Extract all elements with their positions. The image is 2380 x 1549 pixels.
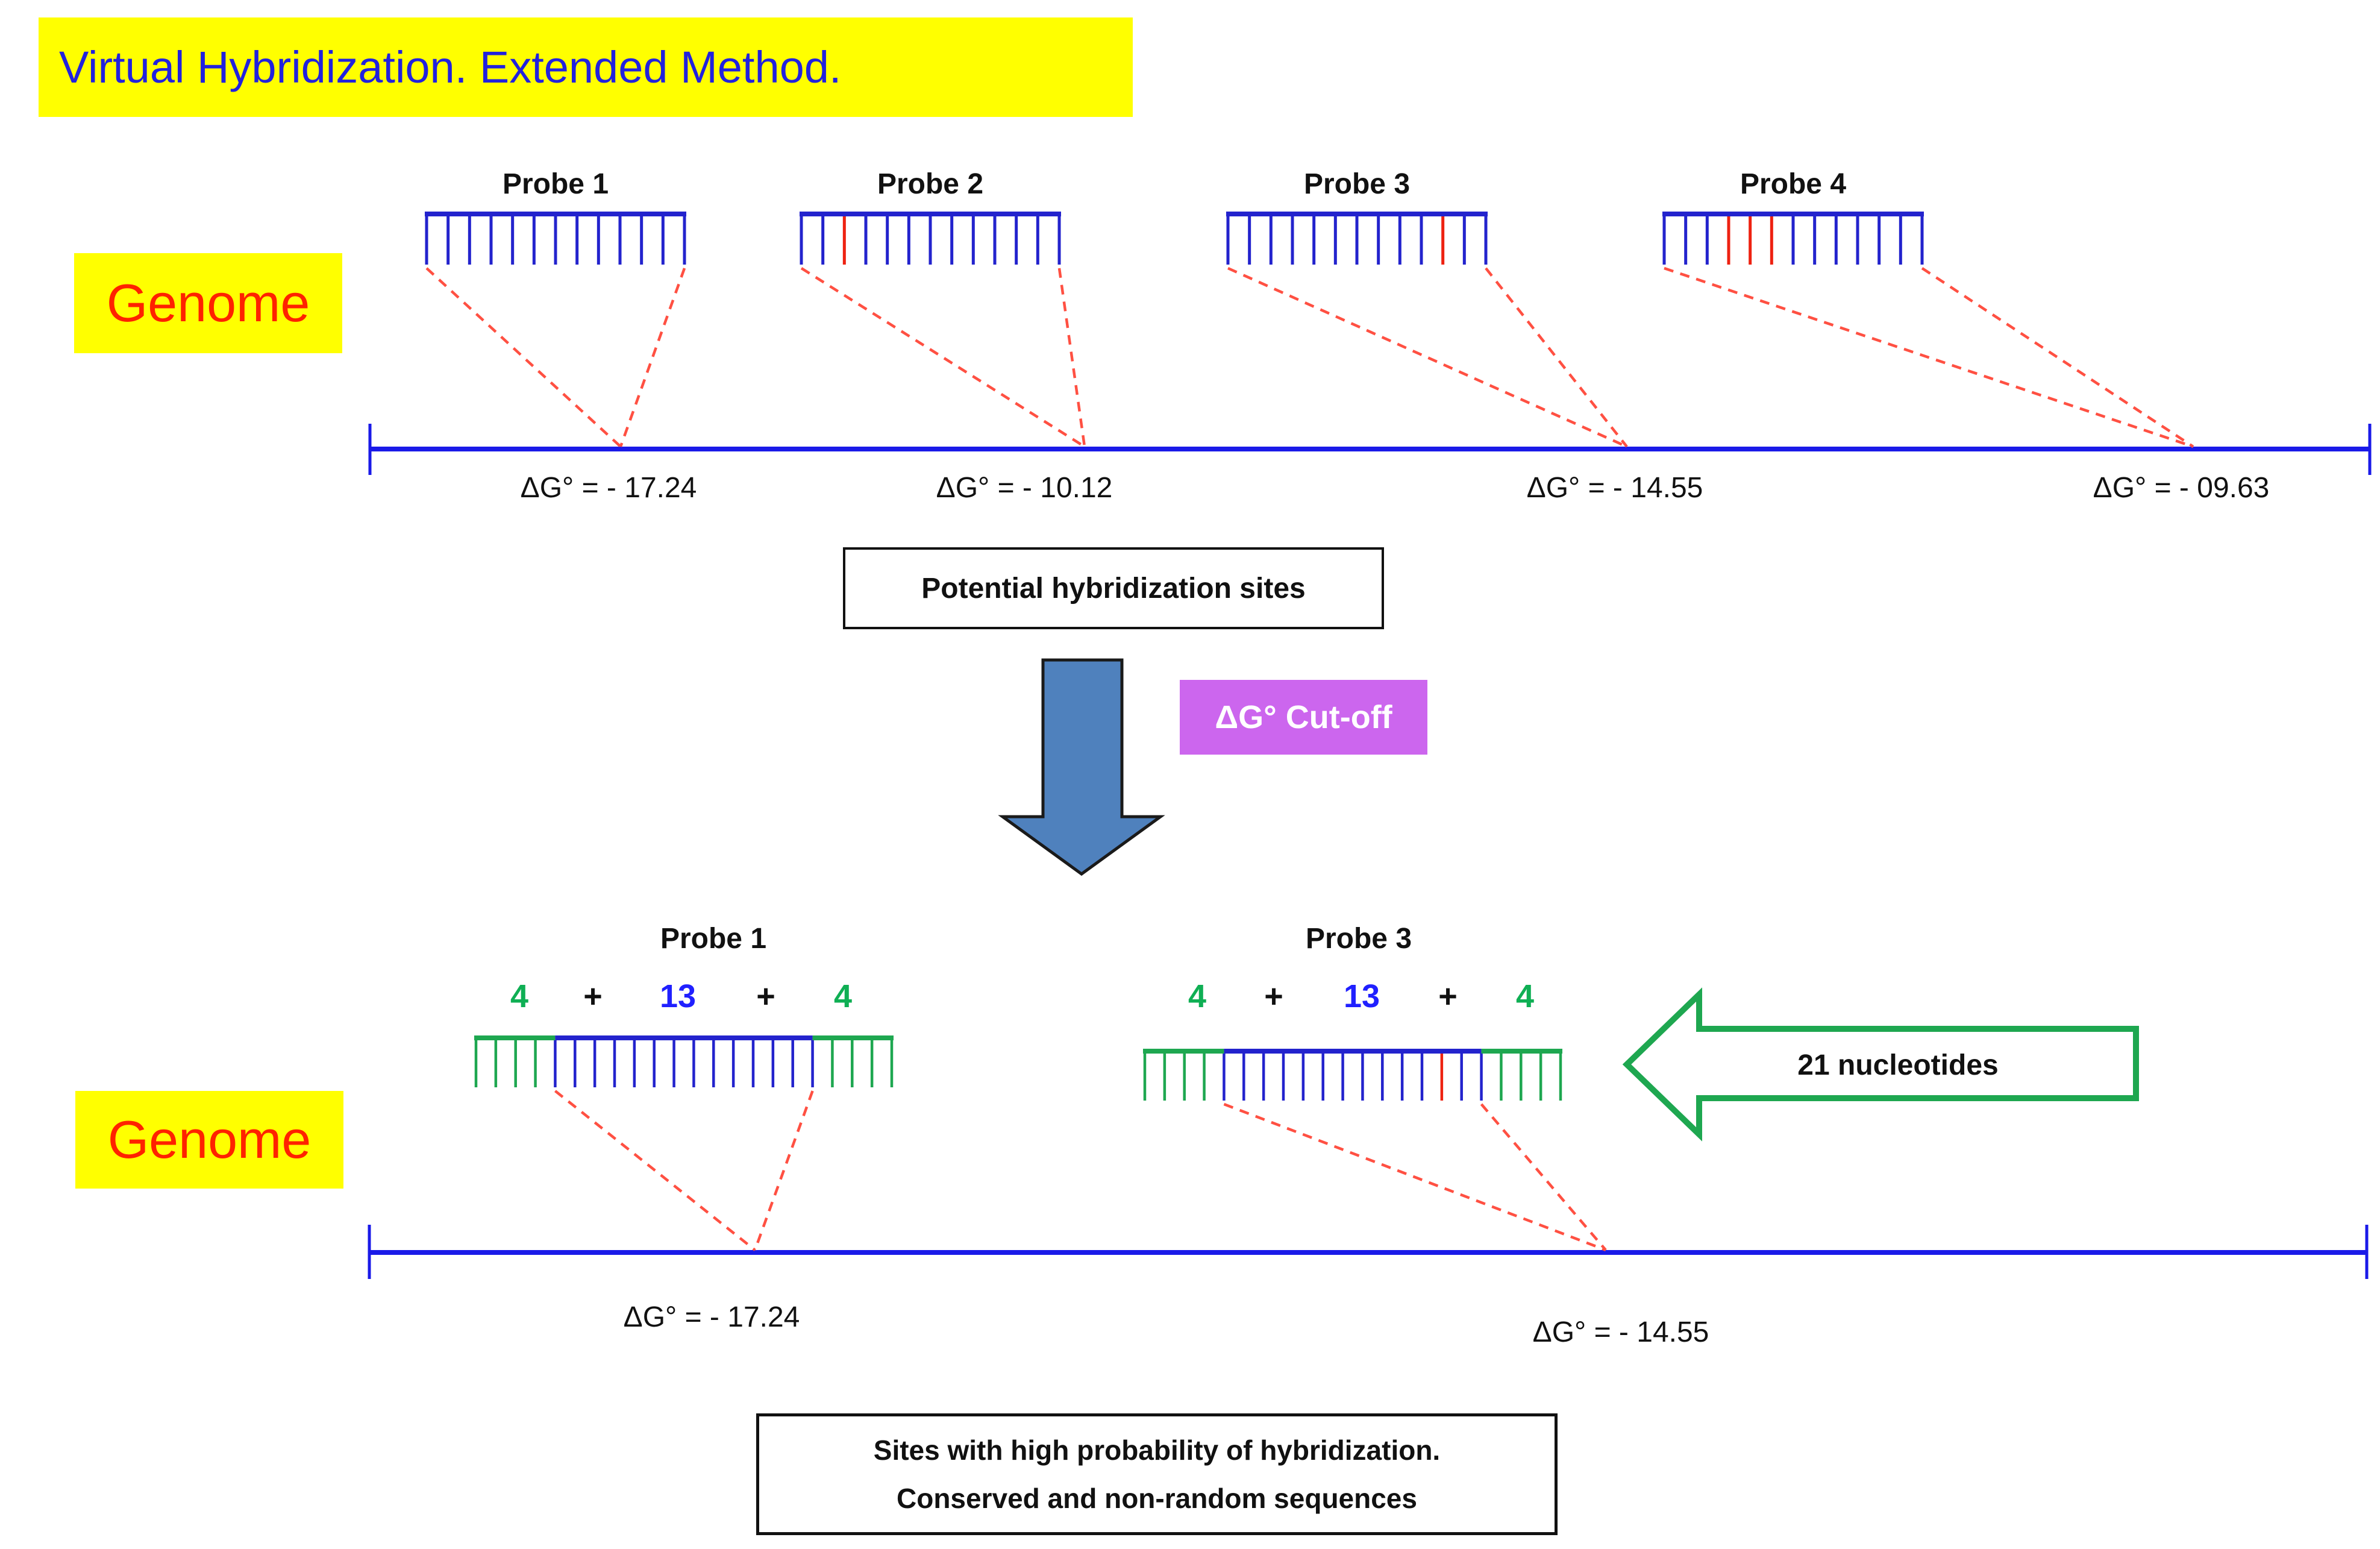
segment-count-green: 4 [510,978,529,1014]
genome-label-bottom: Genome [75,1091,343,1189]
dg-value: ΔG° = - 10.12 [936,472,1113,504]
hybridization-dashed-line [1223,1102,1606,1252]
hybridization-dashed-line [1664,266,2194,448]
genome-text-top: Genome [106,273,310,333]
segment-count-black: + [756,978,775,1014]
high-probability-line2: Conserved and non-random sequences [897,1483,1417,1514]
hybridization-dashed-line [1485,267,1628,448]
segment-count-blue: 13 [659,978,697,1014]
nucleotides-text: 21 nucleotides [1797,1049,1999,1081]
probe-label: Probe 3 [1303,168,1411,200]
nucleotides-left-arrow [1622,987,2139,1142]
segment-count-green: 4 [1515,978,1535,1014]
dg-cutoff-text: ΔG° Cut-off [1215,699,1392,735]
segment-count-blue: 13 [1343,978,1380,1014]
segment-count-black: + [583,978,603,1014]
hybridization-dashed-line [753,1090,814,1251]
hybridization-dashed-line [425,267,622,448]
probe-label: Probe 1 [502,168,609,200]
segment-count-black: + [1264,978,1283,1014]
dg-cutoff-badge: ΔG° Cut-off [1180,680,1427,755]
title-banner: Virtual Hybridization. Extended Method. [39,17,1133,117]
probe-label: Probe 2 [877,168,984,200]
genome-text-bottom: Genome [107,1110,312,1169]
hybridization-dashed-line [619,268,686,447]
segment-count-green: 4 [1188,978,1207,1014]
potential-sites-text: Potential hybridization sites [921,572,1306,605]
nucleotides-arrow-label: 21 nucleotides [1729,1035,2067,1095]
dg-value: ΔG° = - 14.55 [1532,1316,1709,1348]
dg-value: ΔG° = - 17.24 [520,472,697,504]
probe-label: Probe 3 [1305,923,1412,955]
high-probability-caption: Sites with high probability of hybridiza… [756,1413,1558,1535]
probe-label: Probe 4 [1740,168,1847,200]
hybridization-dashed-line [1057,268,1086,447]
dg-value: ΔG° = - 09.63 [2093,472,2270,504]
segment-count-green: 4 [833,978,853,1014]
hybridization-dashed-line [1921,267,2194,448]
hybridization-dashed-line [1227,266,1627,448]
segment-count-black: + [1438,978,1458,1014]
dg-value: ΔG° = - 17.24 [623,1301,800,1333]
dg-value: ΔG° = - 14.55 [1526,472,1703,504]
cutoff-down-arrow [998,658,1165,876]
page-title: Virtual Hybridization. Extended Method. [59,42,842,92]
hybridization-dashed-line [800,267,1086,448]
potential-sites-caption: Potential hybridization sites [843,547,1384,629]
probe-label: Probe 1 [660,923,767,955]
genome-label-top: Genome [74,253,342,353]
hybridization-dashed-line [1480,1103,1607,1251]
high-probability-line1: Sites with high probability of hybridiza… [873,1434,1441,1466]
hybridization-dashed-line [554,1090,756,1251]
